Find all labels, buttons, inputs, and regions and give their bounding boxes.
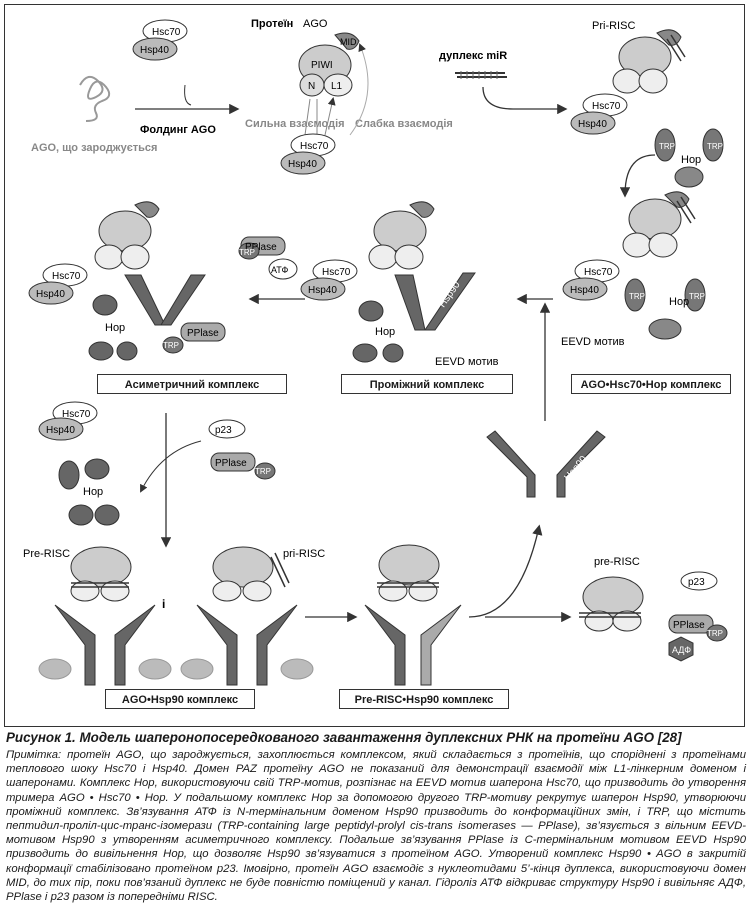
svg-text:TRP: TRP [255,467,271,476]
svg-text:Hsp40: Hsp40 [570,285,599,296]
svg-text:TRP: TRP [629,292,645,301]
ago-protein-label: Протеїн [251,18,293,30]
svg-text:TRP: TRP [707,142,723,151]
hop-trp-top-right: Hop TRP TRP [654,128,724,188]
svg-text:Hsc70: Hsc70 [584,267,613,278]
svg-text:TRP: TRP [659,142,675,151]
svg-text:Hsp40: Hsp40 [578,119,607,130]
eevd-label-right: EEVD мотив [561,336,625,348]
svg-text:MID: MID [340,37,357,47]
pri-risc-lower-label: pri-RISC [283,548,325,560]
svg-text:PIWI: PIWI [311,60,333,71]
svg-text:Hsp40: Hsp40 [46,425,75,436]
svg-text:Hsc70: Hsc70 [322,267,351,278]
svg-text:PPlase: PPlase [187,328,219,339]
svg-text:Hop: Hop [669,296,689,308]
ago-hsc70-hop-complex: Hsc70 Hsp40 Hop TRP TRP [562,191,706,340]
svg-text:PPlase: PPlase [215,458,247,469]
box-pre-risc-hsp90-complex: Pre-RISC•Hsp90 комплекс [339,689,509,709]
nascent-ago-label: AGO, що зароджується [31,142,157,154]
svg-text:p23: p23 [215,425,232,436]
svg-text:TRP: TRP [689,292,705,301]
svg-text:N: N [308,81,315,92]
strong-interaction-label: Сильна взаємодія [245,118,345,130]
ago-name-label: AGO [303,18,328,30]
svg-text:Hop: Hop [83,486,103,498]
svg-text:Hsc70: Hsc70 [152,27,181,38]
and-sign: і [162,597,165,611]
box-asymmetric-complex: Асиметричний комплекс [97,374,287,394]
figure-caption: Рисунок 1. Модель шаперонопосередкованог… [6,730,682,745]
box-ago-hsc70-hop-complex: AGO•Hsc70•Hop комплекс [571,374,731,394]
hsc70-hsp40-top: Hsc70 Hsp40 [132,19,188,61]
free-hsp90: Hsp90 [486,430,606,498]
svg-text:TRP: TRP [239,248,255,257]
svg-text:Hsp40: Hsp40 [308,285,337,296]
pre-risc-left-label: Pre-RISC [23,548,70,560]
svg-text:Hop: Hop [681,154,701,166]
svg-text:Hsp40: Hsp40 [288,159,317,170]
svg-text:Hsc70: Hsc70 [52,271,81,282]
figure-notes: Примітка: протеїн AGO, що зароджується, … [6,749,746,904]
svg-text:Hsc70: Hsc70 [62,409,91,420]
svg-text:АДФ: АДФ [672,645,691,655]
svg-text:Hop: Hop [375,326,395,338]
weak-interaction-label: Слабка взаємодія [355,118,453,130]
svg-text:Hsc70: Hsc70 [300,141,329,152]
svg-text:Hsp40: Hsp40 [36,289,65,300]
pre-risc-right-label: pre-RISC [594,556,640,568]
pre-risc-released [579,576,644,632]
ago-protein-domains: PIWI MID N L1 [298,32,360,97]
folding-label: Фолдинг AGO [140,124,216,136]
pri-risc-top-complex: Hsc70 Hsp40 [570,29,686,135]
eevd-label-middle: EEVD мотив [435,356,499,368]
svg-text:PPlase: PPlase [245,242,277,253]
pri-risc-top-label: Pri-RISC [592,20,635,32]
released-p23-pplase-adp: p23 PPlase TRP АДФ [668,571,728,662]
svg-text:Hsc70: Hsc70 [592,101,621,112]
svg-text:L1: L1 [331,81,343,92]
svg-text:PPlase: PPlase [673,620,705,631]
box-ago-hsp90-complex: AGO•Hsp90 комплекс [105,689,255,709]
figure-panel: AGO, що зароджується Hsc70 Hsp40 Фолдинг… [4,4,745,727]
intermediate-complex: Hsc70 Hsp40 Hsp90 Hop [300,201,476,363]
duplex-mir-label: дуплекс miR [439,50,507,62]
duplex-mir-icon [455,71,507,79]
asymmetric-complex: Hsc70 Hsp40 Hop PPlase TRP [28,201,226,361]
figure-diagram: AGO, що зароджується Hsc70 Hsp40 Фолдинг… [23,18,728,686]
pplase-atp-free: PPlase TRP АТФ [238,236,298,280]
hsc70-hsp40-hop-released: Hsc70 Hsp40 Hop [38,401,120,526]
ago-hsp90-left [38,546,172,686]
ago-hsp90-right [180,546,314,686]
box-intermediate-complex: Проміжний комплекс [341,374,513,394]
svg-text:АТФ: АТФ [271,265,288,275]
hsc70-hsp40-middle: Hsc70 Hsp40 [280,133,336,175]
svg-text:Hsp40: Hsp40 [140,45,169,56]
svg-text:Hop: Hop [105,322,125,334]
svg-text:p23: p23 [688,577,705,588]
svg-text:TRP: TRP [163,341,179,350]
pre-risc-hsp90-center [364,544,462,686]
svg-text:TRP: TRP [707,629,723,638]
nascent-ago-chain [79,75,111,122]
p23-pplase-incoming: p23 PPlase TRP [208,419,276,480]
